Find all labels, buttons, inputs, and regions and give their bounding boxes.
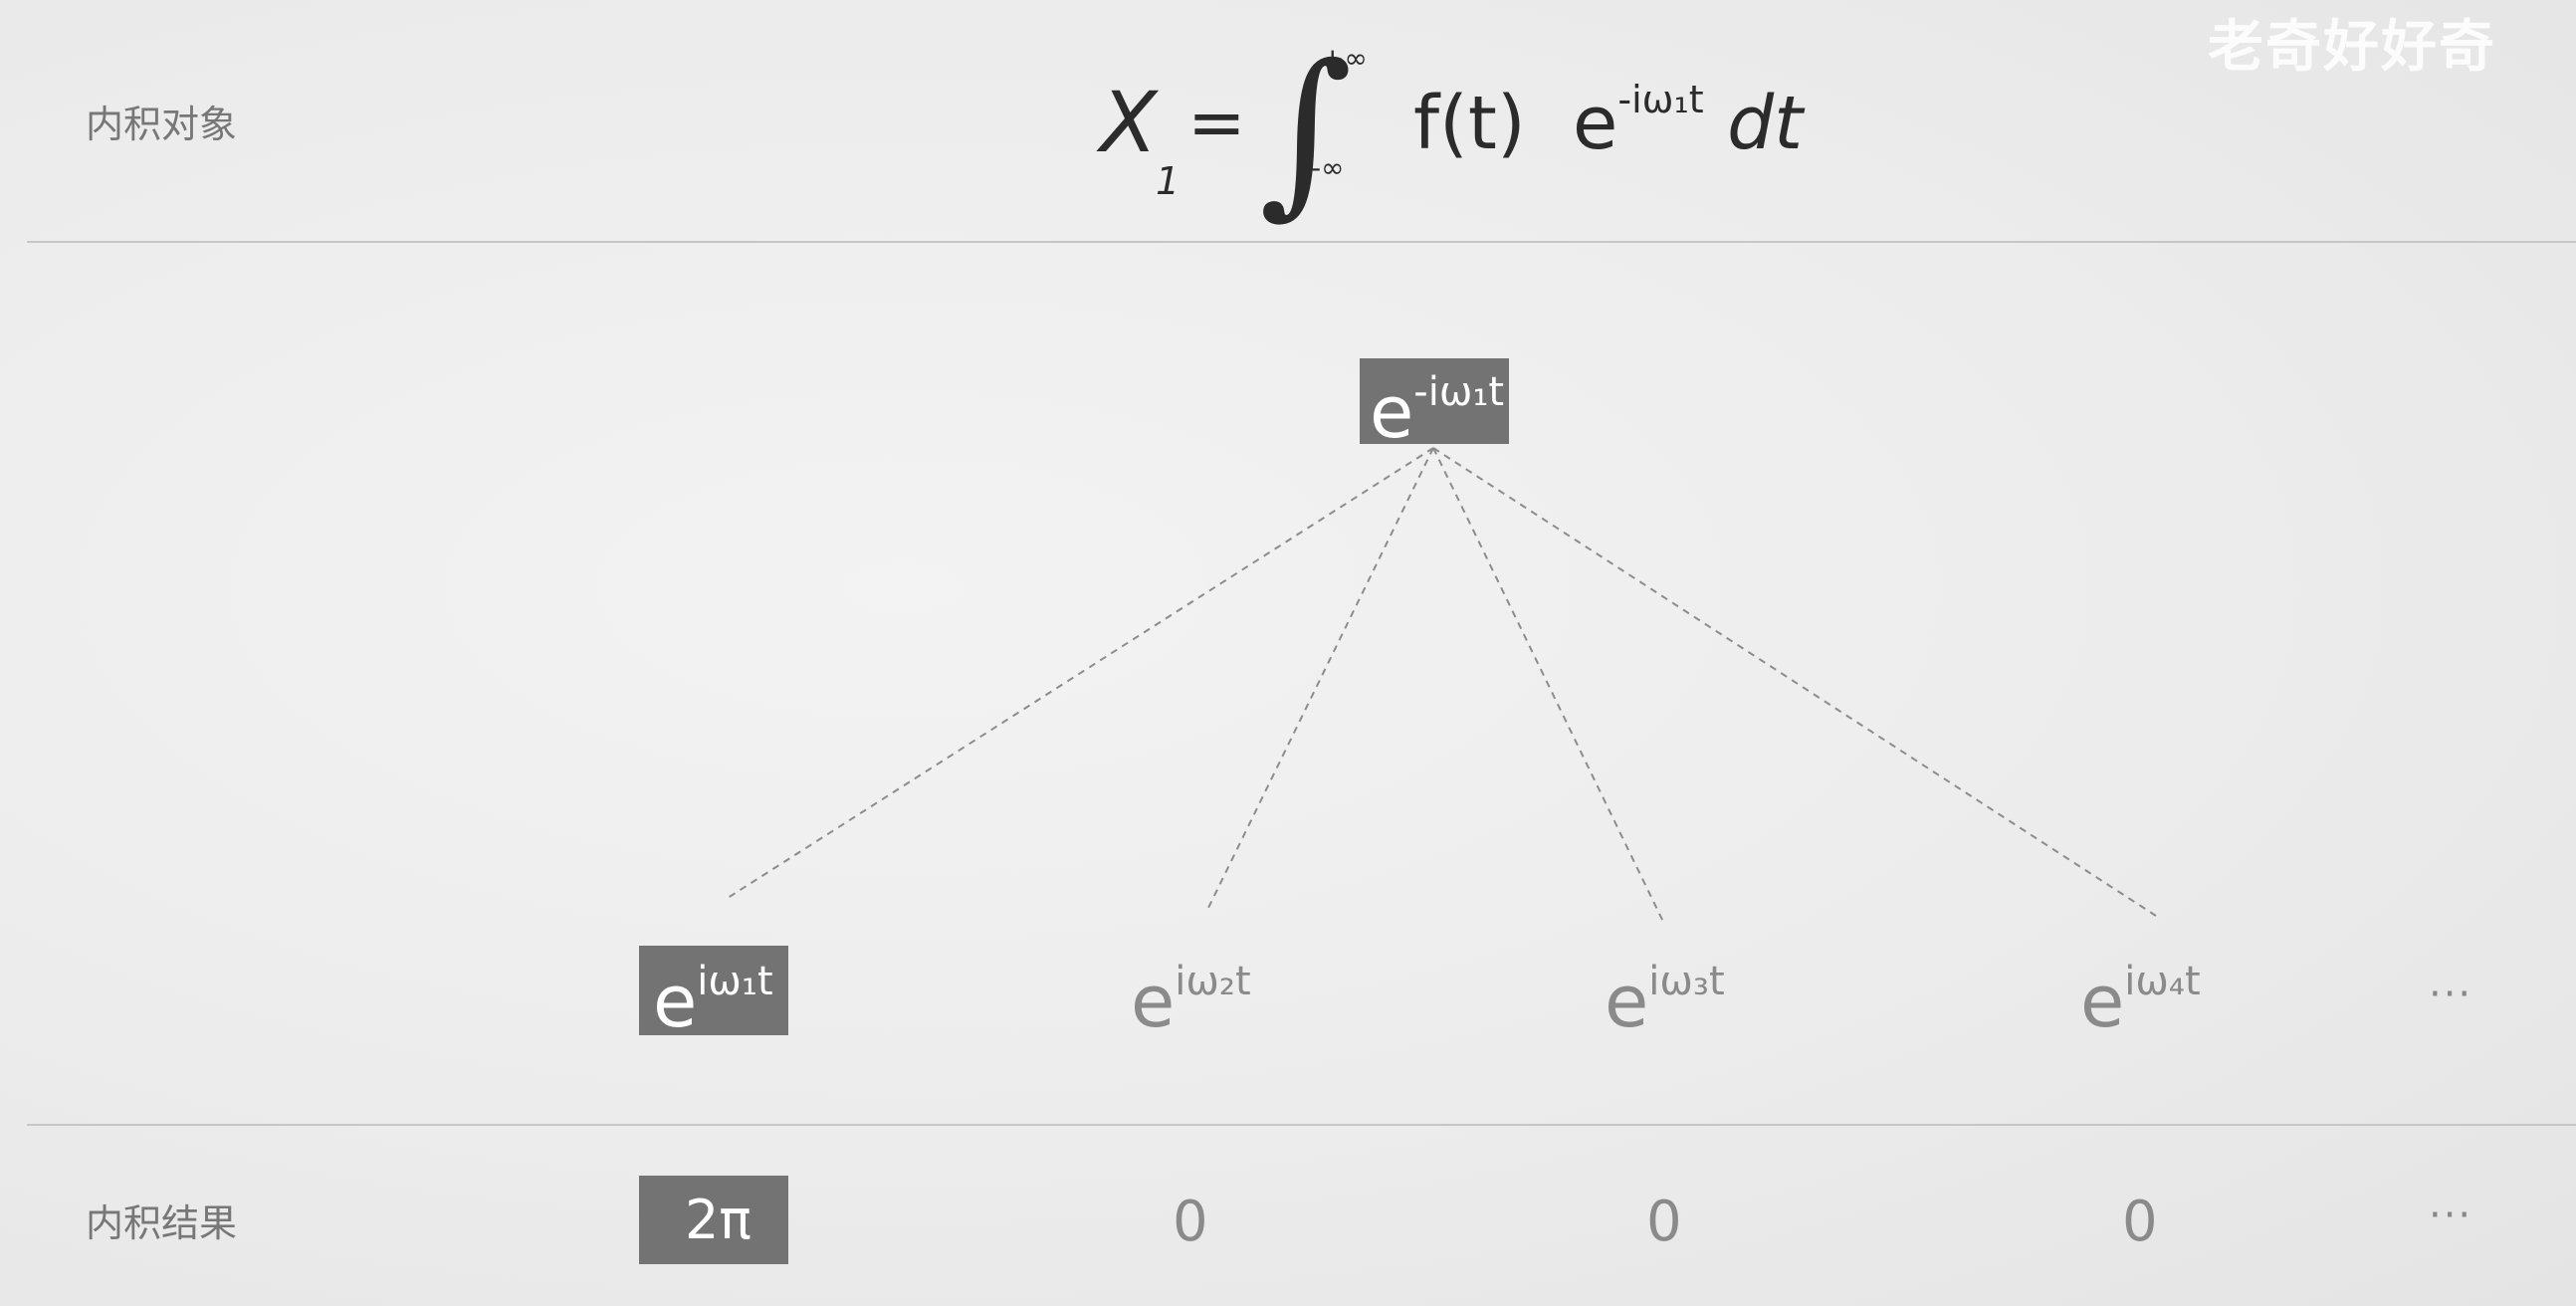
basis-term-4: eiω₄t	[2080, 962, 2201, 1037]
integrand-exp-base: e	[1572, 81, 1618, 166]
row-label-inner-product-object: 内积对象	[86, 103, 238, 146]
center-node-base: e	[1370, 370, 1414, 454]
fourier-coefficient-formula: X 1 = ∫ +∞ -∞ f(t) e-iω₁t dt	[1100, 42, 1817, 229]
formula-lhs-subscript: 1	[1156, 159, 1181, 203]
basis-term-2-power: iω₂t	[1175, 959, 1251, 1004]
integral-upper-limit: +∞	[1321, 42, 1368, 75]
result-1-box: 2π	[639, 1176, 788, 1264]
results-ellipsis: ···	[2429, 1193, 2473, 1238]
connector-line-3	[1432, 447, 1665, 925]
center-node-box: e-iω₁t	[1360, 358, 1509, 448]
basis-term-3-power: iω₃t	[1648, 959, 1725, 1004]
integrand-differential: dt	[1727, 81, 1804, 166]
formula-equals: =	[1187, 82, 1246, 163]
basis-term-3: eiω₃t	[1605, 962, 1725, 1037]
basis-ellipsis: ···	[2429, 972, 2473, 1017]
result-3-value: 0	[1646, 1190, 1682, 1254]
basis-term-4-base: e	[2080, 960, 2125, 1043]
basis-term-4-power: iω₄t	[2124, 959, 2201, 1004]
basis-term-1-box: eiω₁t	[639, 946, 788, 1037]
integral-sign: ∫	[1259, 27, 1353, 235]
center-node-power: -iω₁t	[1413, 369, 1505, 415]
connector-line-1	[724, 447, 1434, 901]
basis-term-2-base: e	[1131, 960, 1176, 1043]
formula-integrand: f(t) e-iω₁t dt	[1413, 78, 1803, 166]
integrand-exp-power: -iω₁t	[1617, 78, 1704, 121]
row-label-inner-product-result: 内积结果	[86, 1201, 238, 1245]
formula-lhs: X	[1100, 74, 1158, 171]
watermark: 老奇好好奇	[2208, 15, 2496, 80]
basis-term-2: eiω₂t	[1131, 962, 1251, 1037]
connector-line-2	[1207, 447, 1434, 909]
divider-top	[27, 241, 2576, 243]
result-1-value: 2π	[685, 1189, 751, 1251]
basis-term-1-base: e	[653, 960, 698, 1043]
divider-bottom	[27, 1124, 2576, 1126]
result-2-value: 0	[1173, 1190, 1208, 1254]
basis-term-3-base: e	[1605, 960, 1649, 1043]
connector-line-4	[1432, 447, 2157, 917]
basis-term-1-power: iω₁t	[697, 959, 773, 1004]
integrand-function: f(t)	[1413, 81, 1526, 166]
result-4-value: 0	[2122, 1190, 2158, 1254]
integral-lower-limit: -∞	[1311, 151, 1345, 184]
